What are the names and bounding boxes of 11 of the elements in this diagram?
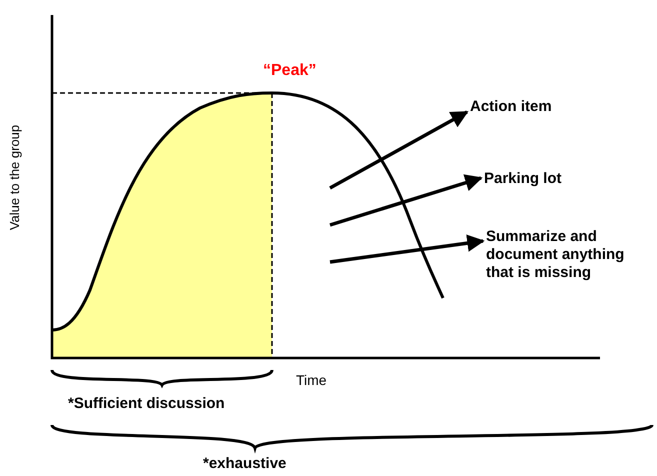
arrow <box>329 174 483 227</box>
axis-title: Time <box>296 372 327 388</box>
peak-label: “Peak” <box>263 62 316 80</box>
arrow-target-text: Summarize and document anything that is missing <box>486 228 651 282</box>
arrow <box>330 234 485 264</box>
arrow <box>329 110 469 190</box>
axis-title: Value to the group <box>7 124 22 230</box>
arrow-target-text: Action item <box>470 98 610 116</box>
brace-label: *Sufficient discussion <box>68 395 225 412</box>
arrow-target-text: Parking lot <box>484 170 624 188</box>
brace-label: *exhaustive <box>203 455 286 472</box>
